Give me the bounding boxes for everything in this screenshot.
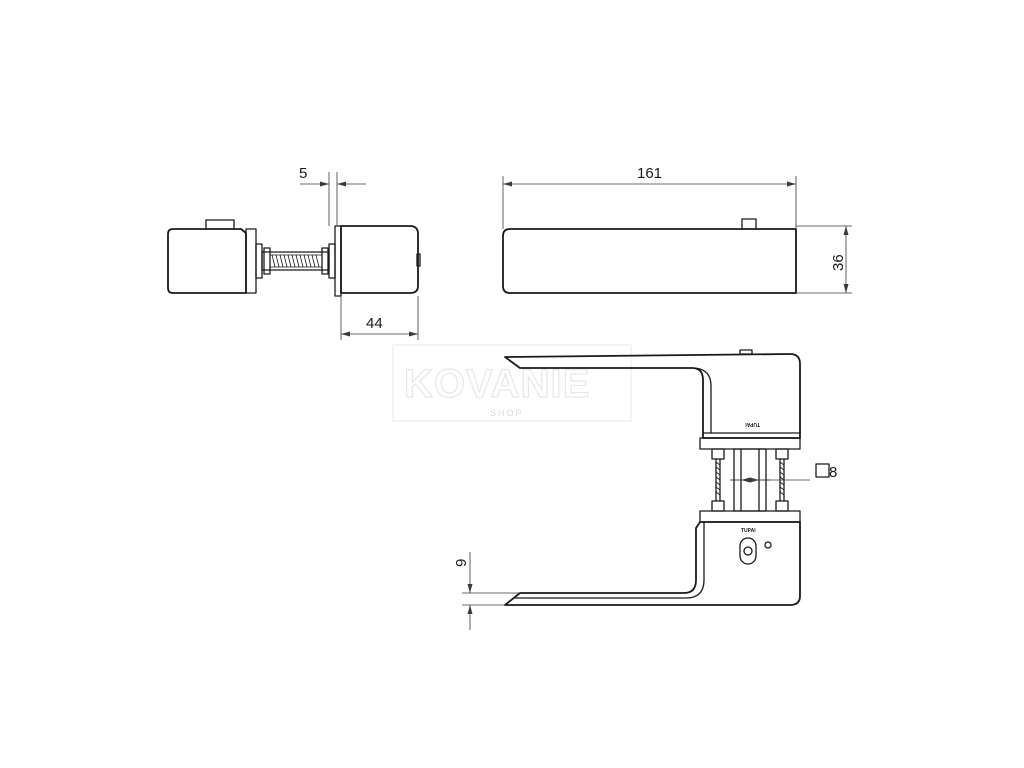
dim-handle-projection: 44	[340, 296, 419, 340]
rose-tab	[741, 218, 757, 230]
watermark-sub: SHOP	[490, 408, 524, 418]
lock-slot-icon	[739, 537, 772, 565]
side-right-handle	[340, 225, 419, 294]
dim-label-161: 161	[637, 165, 662, 182]
side-nut-right	[321, 247, 329, 275]
side-right-collar	[328, 243, 336, 279]
assembly-view: TUPAI 8	[504, 349, 837, 606]
side-nut-left	[263, 247, 271, 275]
dim-label-36: 36	[830, 254, 847, 271]
lower-lever-outer	[504, 521, 801, 606]
side-left-handle	[167, 228, 247, 294]
dim-rose-thickness: 5	[299, 165, 366, 226]
side-thread	[270, 254, 322, 268]
dim-rose-height: 36	[796, 225, 852, 294]
watermark-frame	[392, 344, 632, 422]
dim-label-8: 8	[829, 464, 837, 481]
dim-label-5: 5	[299, 165, 307, 182]
lower-rose-plate	[699, 510, 801, 523]
side-left-collar	[255, 243, 263, 279]
watermark: KOVANIE SHOP	[392, 344, 632, 422]
side-left-rose	[245, 228, 257, 294]
rose-view	[502, 218, 797, 294]
upper-lever-fold	[691, 367, 712, 434]
square-symbol-icon	[815, 463, 830, 478]
dim-label-9: 9	[453, 559, 470, 567]
dim-handle-thickness: 9	[453, 552, 520, 630]
upper-rose-plate	[699, 437, 801, 450]
side-left-tab	[205, 219, 235, 230]
watermark-brand: KOVANIE	[404, 362, 590, 406]
lower-marking: TUPAI	[741, 528, 756, 534]
side-view	[167, 219, 421, 297]
lower-lever-fold	[514, 521, 705, 599]
dim-label-44: 44	[366, 315, 383, 332]
upper-marking: TUPAI	[745, 421, 760, 427]
dim-rose-length: 161	[502, 165, 797, 229]
rose-body	[502, 228, 797, 294]
dim-spindle-square: 8	[741, 463, 837, 483]
upper-lever-tab	[739, 349, 753, 355]
side-right-notch	[416, 253, 421, 267]
